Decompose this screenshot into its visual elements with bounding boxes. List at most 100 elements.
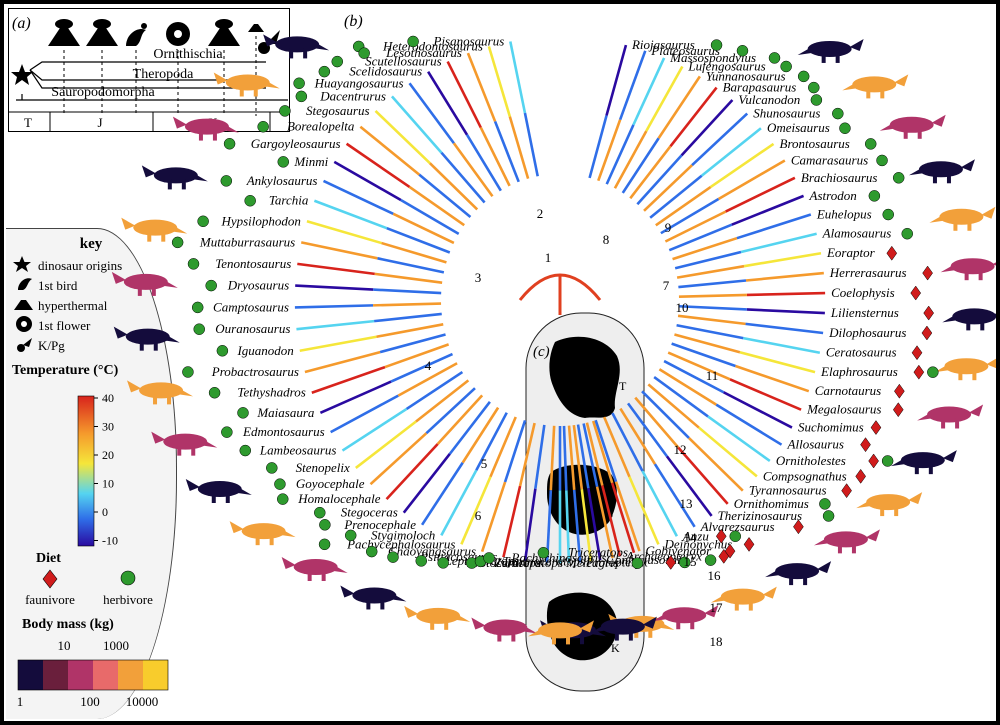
tree-branch <box>299 335 377 353</box>
herbivore-marker <box>279 105 291 117</box>
tree-branch <box>418 173 472 219</box>
mass-tick-100: 100 <box>80 694 100 709</box>
meteor-icon <box>17 338 32 352</box>
key-item-hyperthermal: hyperthermal <box>38 298 108 313</box>
tree-branch <box>676 264 745 279</box>
tree-branch <box>717 159 786 201</box>
tree-branch <box>707 415 771 463</box>
faunivore-marker <box>665 555 677 570</box>
tree-branch <box>587 487 602 561</box>
tree-branch <box>663 359 725 394</box>
tree-branch <box>658 368 717 406</box>
taxon-label: Yunnanosaurus <box>706 68 786 83</box>
panel-label-b: (b) <box>344 13 363 30</box>
tree-branch <box>294 304 374 309</box>
taxon-label: Triceratops <box>568 545 628 560</box>
tree-branch <box>475 412 508 471</box>
tree-branch <box>440 469 478 536</box>
tree-branch <box>722 391 793 429</box>
herbivore-marker <box>679 556 691 569</box>
diet-faunivore: faunivore <box>25 592 75 607</box>
tree-branch <box>691 112 749 167</box>
herbivore-marker <box>810 94 823 106</box>
star-icon <box>11 64 33 85</box>
tree-branch <box>304 350 381 374</box>
tree-branch <box>632 57 666 126</box>
tree-branch <box>508 116 530 179</box>
tree-branch <box>452 142 494 198</box>
tree-branch <box>313 199 388 230</box>
herbivore-circle-icon <box>120 570 136 586</box>
herbivore-marker <box>274 478 286 490</box>
herbivore-marker <box>407 35 419 48</box>
tree-branch <box>373 288 442 295</box>
faunivore-marker <box>923 305 934 321</box>
tree-branch <box>745 322 824 335</box>
key-item-origins: dinosaur origins <box>38 258 122 273</box>
herbivore-marker <box>239 444 252 457</box>
taxon-label: Ceratosaurus <box>826 345 897 360</box>
timeline-panel: (a) <box>8 8 290 132</box>
tree-branch <box>379 333 446 354</box>
tree-branch <box>448 401 491 455</box>
temperature-colorbar <box>77 395 95 547</box>
taxon-label: Lufengosaurus <box>687 58 765 73</box>
herbivore-marker <box>927 366 939 378</box>
herbivore-marker <box>868 190 881 202</box>
taxon-label: Tenontosaurus <box>215 256 291 271</box>
tree-branch <box>729 378 802 411</box>
herbivore-marker <box>314 506 326 519</box>
tree-branch <box>610 482 636 554</box>
taxon-label: Camarasaurus <box>791 152 868 167</box>
taxon-label: Stenopelix <box>296 460 350 475</box>
node-number: 18 <box>710 634 723 649</box>
tree-branch <box>381 241 447 264</box>
taxon-label: Dryosaurus <box>227 278 289 293</box>
tree-branch <box>465 134 502 192</box>
tree-branch <box>373 302 442 307</box>
taxon-label: Brontosaurus <box>780 136 850 151</box>
node-number: 14 <box>684 530 698 545</box>
tree-branch <box>668 223 733 252</box>
herbivore-marker <box>808 81 820 94</box>
diet-title: Diet <box>36 551 61 566</box>
mass-colorbar-segment <box>143 660 168 690</box>
taxon-label: Borealopelta <box>287 119 355 134</box>
node-number: 2 <box>537 206 544 221</box>
clade-sauropodomorpha: Sauropodomorpha <box>51 85 155 100</box>
herbivore-marker <box>882 208 894 221</box>
faunivore-marker <box>743 536 755 552</box>
faunivore-marker <box>922 265 933 281</box>
herbivore-marker <box>365 545 378 558</box>
dinosaur-silhouette-icon <box>111 271 178 296</box>
period-t: T <box>24 115 32 130</box>
tree-branch <box>667 351 731 381</box>
tree-branch <box>664 210 727 243</box>
herbivore-marker <box>876 154 888 167</box>
tree-branch <box>601 485 622 557</box>
herbivore-marker <box>295 90 308 103</box>
node-number: 9 <box>665 220 672 235</box>
taxon-label: Allosaurus <box>787 437 844 452</box>
taxon-label: Carnotaurus <box>815 383 881 398</box>
herbivore-marker <box>768 52 781 64</box>
temperature-tick: -10 <box>102 534 118 548</box>
tree-branch <box>355 420 417 469</box>
tree-branch <box>518 422 536 487</box>
tree-branch <box>588 115 608 179</box>
taxon-label: Camptosaurus <box>213 299 289 314</box>
dinosaur-silhouette-icon <box>281 556 348 581</box>
tree-branch <box>669 86 718 148</box>
herbivore-marker <box>223 138 236 150</box>
tree-branch <box>345 142 411 189</box>
temperature-tick: 30 <box>102 420 114 434</box>
tree-branch <box>674 250 742 270</box>
temperature-tick: 40 <box>102 391 114 405</box>
tree-branch <box>725 176 796 213</box>
herbivore-marker <box>864 138 877 150</box>
herbivore-marker <box>318 65 331 78</box>
tree-branch <box>330 394 399 434</box>
tree-branch <box>585 422 604 486</box>
tree-branch <box>572 489 582 563</box>
